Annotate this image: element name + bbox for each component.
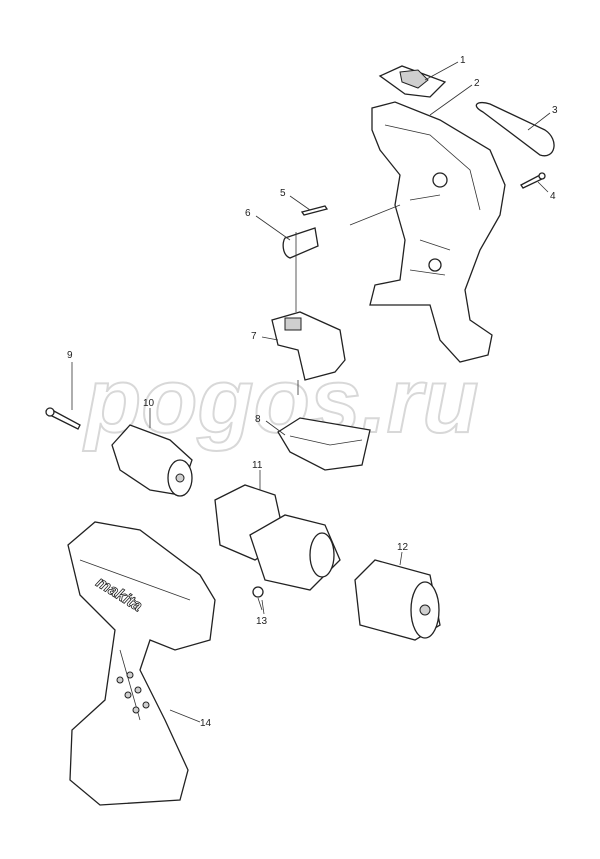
part-label-13: 13 — [256, 616, 268, 627]
part-label-12: 12 — [397, 542, 409, 553]
part-13-screw — [252, 586, 264, 611]
part-7-switch — [271, 232, 346, 395]
part-14-housing: makita — [67, 521, 216, 806]
part-label-9: 9 — [67, 350, 73, 361]
part-5-spring — [300, 205, 329, 216]
part-6-switch-trigger — [282, 227, 319, 259]
grip-dots — [116, 671, 150, 714]
part-3-name-plate — [475, 101, 555, 157]
part-label-2: 2 — [474, 78, 480, 89]
part-label-4: 4 — [550, 191, 556, 202]
part-1-switch-lever — [378, 65, 447, 98]
part-11-gear-assembly — [214, 484, 341, 591]
part-12-motor — [354, 559, 441, 641]
part-label-5: 5 — [280, 188, 286, 199]
part-label-7: 7 — [251, 331, 257, 342]
part-2-housing — [369, 101, 506, 363]
part-label-14: 14 — [200, 718, 212, 729]
part-4-screw — [520, 172, 546, 189]
part-10-drill-chuck — [111, 424, 193, 497]
part-number-labels: 1 2 3 4 5 6 7 8 9 10 11 12 13 14 — [67, 55, 558, 729]
part-label-10: 10 — [143, 398, 155, 409]
part-label-6: 6 — [245, 208, 251, 219]
part-label-11: 11 — [252, 460, 263, 471]
part-9-screw — [45, 407, 81, 430]
part-label-8: 8 — [255, 414, 261, 425]
part-label-1: 1 — [460, 55, 466, 66]
leader-lines — [71, 61, 551, 723]
part-8-controller — [277, 417, 371, 471]
part-label-3: 3 — [552, 105, 558, 116]
